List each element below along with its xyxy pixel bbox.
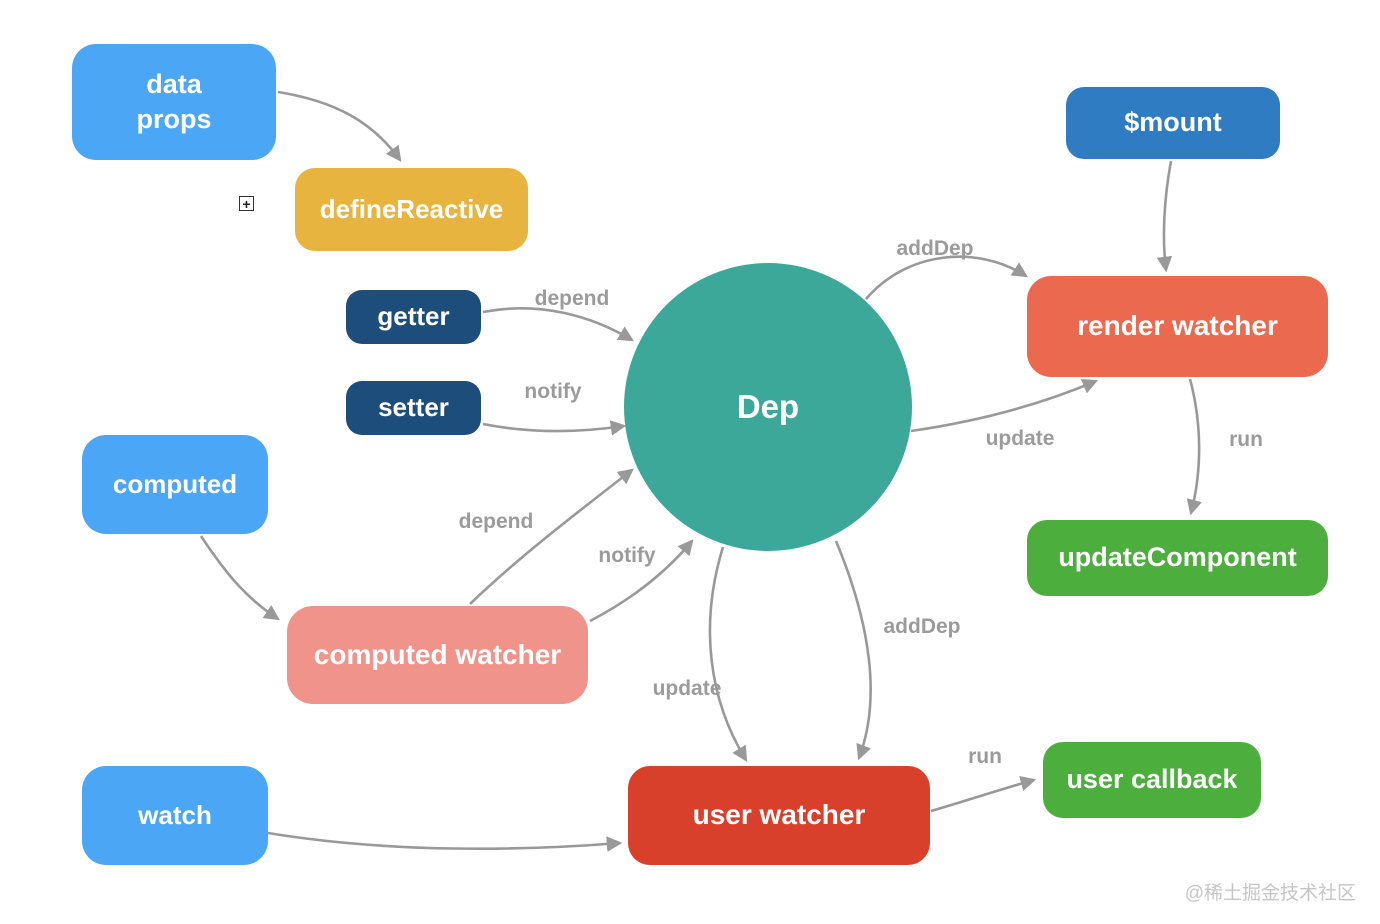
node-dep[interactable]: Dep — [624, 263, 912, 551]
node-dep-label: Dep — [736, 387, 800, 425]
edge-watch-userwatcher — [267, 831, 623, 852]
edge-label-depend-computed: depend — [458, 510, 534, 533]
node-computed-label: computed — [112, 468, 238, 499]
edge-getter-dep — [482, 307, 635, 342]
node-user-callback[interactable]: user callback — [1043, 742, 1261, 818]
edge-label-notify-setter: notify — [524, 380, 582, 403]
expand-icon[interactable]: + — [239, 196, 254, 211]
edge-label-update-render: update — [985, 427, 1055, 450]
edge-computed-computedwatcher — [199, 535, 280, 621]
node-getter[interactable]: getter — [346, 290, 481, 344]
node-user-callback-label: user callback — [1066, 764, 1238, 795]
node-watch-label: watch — [138, 799, 212, 830]
node-computed-watcher-label: computed watcher — [313, 638, 562, 670]
node-watch[interactable]: watch — [82, 766, 268, 865]
node-update-component[interactable]: updateComponent — [1027, 520, 1328, 596]
watermark: @稀土掘金技术社区 — [1184, 883, 1356, 904]
edge-label-adddep-user: addDep — [883, 615, 961, 638]
edge-setter-dep — [482, 420, 627, 436]
edge-label-adddep-render: addDep — [896, 237, 974, 260]
edge-renderwatcher-updatecomponent — [1186, 378, 1202, 516]
node-user-watcher-label: user watcher — [692, 799, 866, 831]
edge-userwatcher-usercallback — [930, 775, 1037, 813]
edge-computedwatcher-dep-depend — [469, 468, 634, 605]
node-computed-watcher[interactable]: computed watcher — [287, 606, 588, 704]
edge-mount-renderwatcher — [1156, 160, 1173, 273]
edge-label-run-render: run — [1229, 428, 1263, 451]
edge-label-run-user: run — [968, 745, 1002, 768]
node-define-reactive[interactable]: defineReactive — [295, 168, 528, 251]
node-render-watcher-label: render watcher — [1077, 310, 1278, 342]
edge-dep-userwatcher-update — [708, 546, 748, 762]
node-update-component-label: updateComponent — [1058, 542, 1297, 573]
node-mount-label: $mount — [1124, 107, 1222, 138]
node-setter[interactable]: setter — [346, 381, 481, 435]
edge-label-notify-computed: notify — [598, 544, 656, 567]
edge-label-depend-getter: depend — [534, 287, 610, 310]
node-setter-label: setter — [378, 392, 449, 423]
node-define-reactive-label: defineReactive — [319, 193, 504, 224]
node-computed[interactable]: computed — [82, 435, 268, 534]
edge-label-update-user: update — [652, 677, 722, 700]
node-mount[interactable]: $mount — [1066, 87, 1280, 159]
edge-dep-renderwatcher-adddep — [865, 255, 1028, 300]
node-user-watcher[interactable]: user watcher — [628, 766, 930, 865]
node-data-props[interactable]: data props + — [72, 44, 276, 211]
node-data-props-label: data props — [136, 68, 212, 134]
node-getter-label: getter — [377, 301, 450, 332]
edge-dataprops-definereactive — [277, 90, 402, 162]
node-render-watcher[interactable]: render watcher — [1027, 276, 1328, 377]
edge-dep-userwatcher-adddep — [834, 540, 872, 761]
edge-computedwatcher-dep-notify — [589, 539, 694, 623]
edge-dep-renderwatcher-update — [910, 379, 1099, 433]
